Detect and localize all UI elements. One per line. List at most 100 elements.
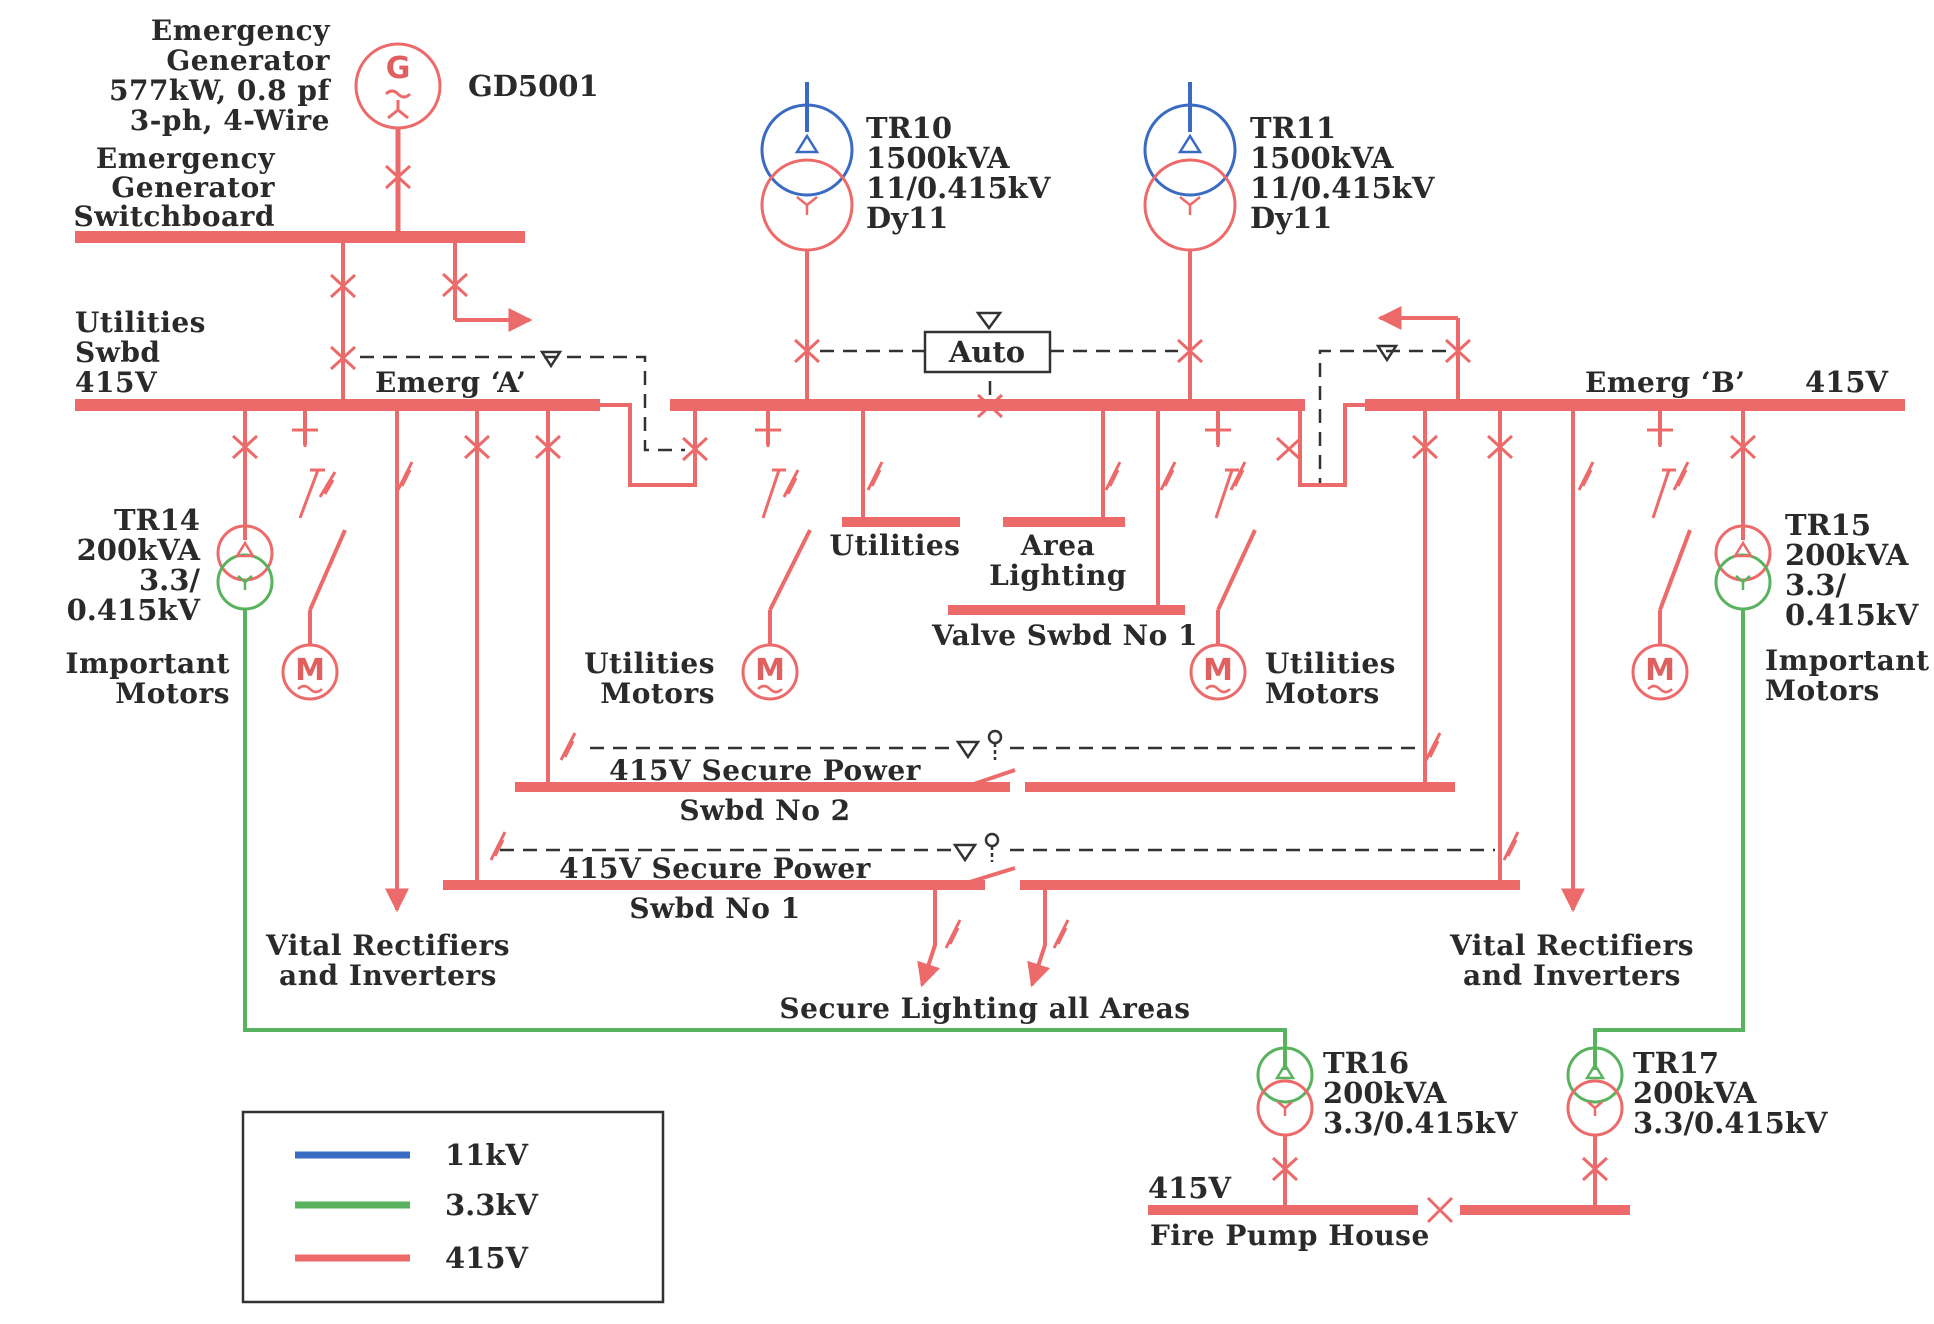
svg-text:TR17: TR17 [1633,1046,1719,1080]
bus-tie-breaker-icon [1426,1196,1454,1224]
svg-text:200kVA: 200kVA [77,533,201,567]
vital-rectifiers-right-label: Vital Rectifiers and Inverters [1449,929,1694,992]
svg-text:0.415kV: 0.415kV [67,593,201,627]
svg-text:Utilities: Utilities [584,647,715,680]
svg-text:M: M [295,653,325,688]
svg-text:TR15: TR15 [1785,508,1871,542]
svg-text:Emergency: Emergency [96,142,275,175]
auto-label: Auto [948,335,1025,369]
svg-text:TR14: TR14 [114,503,200,537]
svg-text:3.3/: 3.3/ [1785,568,1846,602]
svg-text:415V: 415V [75,366,158,399]
emergency-switchboard-label: Emergency Generator Switchboard [73,142,275,233]
interlock-icon [539,350,563,369]
secure-power-swbd1-label: 415V Secure Power Swbd No 1 [559,852,872,925]
breaker-icon [1581,1156,1609,1182]
motor-icon: M [1189,643,1247,701]
svg-text:1500kVA: 1500kVA [1250,141,1394,175]
breaker-icon [1444,338,1472,364]
svg-text:M: M [755,653,785,688]
important-motors-right-label: Important Motors [1765,644,1930,707]
svg-text:M: M [1203,653,1233,688]
svg-text:G: G [386,51,411,86]
utilities-motors-left-label: Utilities Motors [584,647,715,710]
breaker-icon [1271,1156,1299,1182]
svg-text:3.3/0.415kV: 3.3/0.415kV [1633,1106,1828,1140]
utilities-swbd-label: Utilities Swbd 415V [75,306,206,399]
tr15-label: TR15 200kVA 3.3/ 0.415kV [1785,508,1919,632]
svg-text:415V Secure Power: 415V Secure Power [559,852,872,885]
svg-text:1500kVA: 1500kVA [866,141,1010,175]
interlock-icon [955,740,981,760]
interlock-icon [1375,344,1399,363]
svg-text:3-ph, 4-Wire: 3-ph, 4-Wire [130,104,330,137]
svg-text:Motors: Motors [600,677,715,710]
svg-text:0.415kV: 0.415kV [1785,598,1919,632]
interlock-icon [975,311,1003,331]
svg-text:TR10: TR10 [866,111,952,145]
svg-text:Utilities: Utilities [1265,647,1396,680]
svg-text:415V Secure Power: 415V Secure Power [609,754,922,787]
svg-text:TR11: TR11 [1250,111,1336,145]
fire-pump-voltage: 415V [1148,1171,1232,1205]
svg-text:Utilities: Utilities [75,306,206,339]
svg-text:M: M [1645,653,1675,688]
svg-text:Swbd No 1: Swbd No 1 [629,892,800,925]
breaker-icon [463,434,491,460]
auto-changeover-box [923,330,1052,374]
breaker-icon [681,436,709,462]
incomer-breaker-icon [1176,338,1204,364]
breaker-icon [1729,434,1757,460]
generator-id: GD5001 [468,69,599,103]
important-motors-left-label: Important Motors [65,647,230,710]
svg-text:200kVA: 200kVA [1633,1076,1757,1110]
tr17-label: TR17 200kVA 3.3/0.415kV [1633,1046,1828,1140]
svg-text:11/0.415kV: 11/0.415kV [866,171,1051,205]
svg-text:Emergency: Emergency [151,14,330,47]
legend-label-11kv: 11kV [445,1138,528,1172]
motor-icon: M [1631,643,1689,701]
svg-text:Dy11: Dy11 [1250,201,1332,235]
incomer-breaker-icon [793,338,821,364]
emerg-b-label: Emerg ‘B’ [1585,366,1746,399]
legend-label-415v: 415V [445,1241,529,1275]
vital-rectifiers-left-label: Vital Rectifiers and Inverters [265,929,510,992]
breaker-icon [329,345,357,371]
svg-text:577kW, 0.8 pf: 577kW, 0.8 pf [109,74,331,107]
utilities-label: Utilities [830,529,961,562]
svg-text:Motors: Motors [115,677,230,710]
fire-pump-house-label: Fire Pump House [1150,1219,1430,1252]
svg-text:TR16: TR16 [1323,1046,1409,1080]
emergency-generator-label: Emergency Generator 577kW, 0.8 pf 3-ph, … [109,14,331,137]
legend-label-3-3kv: 3.3kV [445,1188,539,1222]
svg-text:Motors: Motors [1765,674,1880,707]
legend: 11kV 3.3kV 415V [241,1110,665,1304]
svg-text:and Inverters: and Inverters [1463,959,1681,992]
svg-text:and Inverters: and Inverters [279,959,497,992]
svg-text:Vital Rectifiers: Vital Rectifiers [1449,929,1694,962]
svg-text:Dy11: Dy11 [866,201,948,235]
svg-text:Generator: Generator [111,171,275,204]
svg-text:200kVA: 200kVA [1323,1076,1447,1110]
tr14-label: TR14 200kVA 3.3/ 0.415kV [67,503,201,627]
breaker-icon [329,273,357,299]
key-icon [987,729,1003,745]
svg-text:3.3/0.415kV: 3.3/0.415kV [1323,1106,1518,1140]
svg-text:Important: Important [65,647,230,680]
svg-text:11/0.415kV: 11/0.415kV [1250,171,1435,205]
utilities-motors-right-label: Utilities Motors [1265,647,1396,710]
svg-text:3.3/: 3.3/ [139,563,200,597]
svg-text:200kVA: 200kVA [1785,538,1909,572]
breaker-icon [231,434,259,460]
secure-power-swbd2-label: 415V Secure Power Swbd No 2 [609,754,922,827]
area-lighting-label: Area Lighting [989,529,1126,592]
emerg-a-label: Emerg ‘A’ [375,366,526,399]
svg-text:Important: Important [1765,644,1930,677]
tr11-label: TR11 1500kVA 11/0.415kV Dy11 [1250,111,1435,235]
breaker-icon [1411,434,1439,460]
tr10-label: TR10 1500kVA 11/0.415kV Dy11 [866,111,1051,235]
bus-b-voltage: 415V [1805,365,1889,399]
valve-swbd-label: Valve Swbd No 1 [931,619,1198,652]
bus-section-breaker-icon [976,393,1004,419]
